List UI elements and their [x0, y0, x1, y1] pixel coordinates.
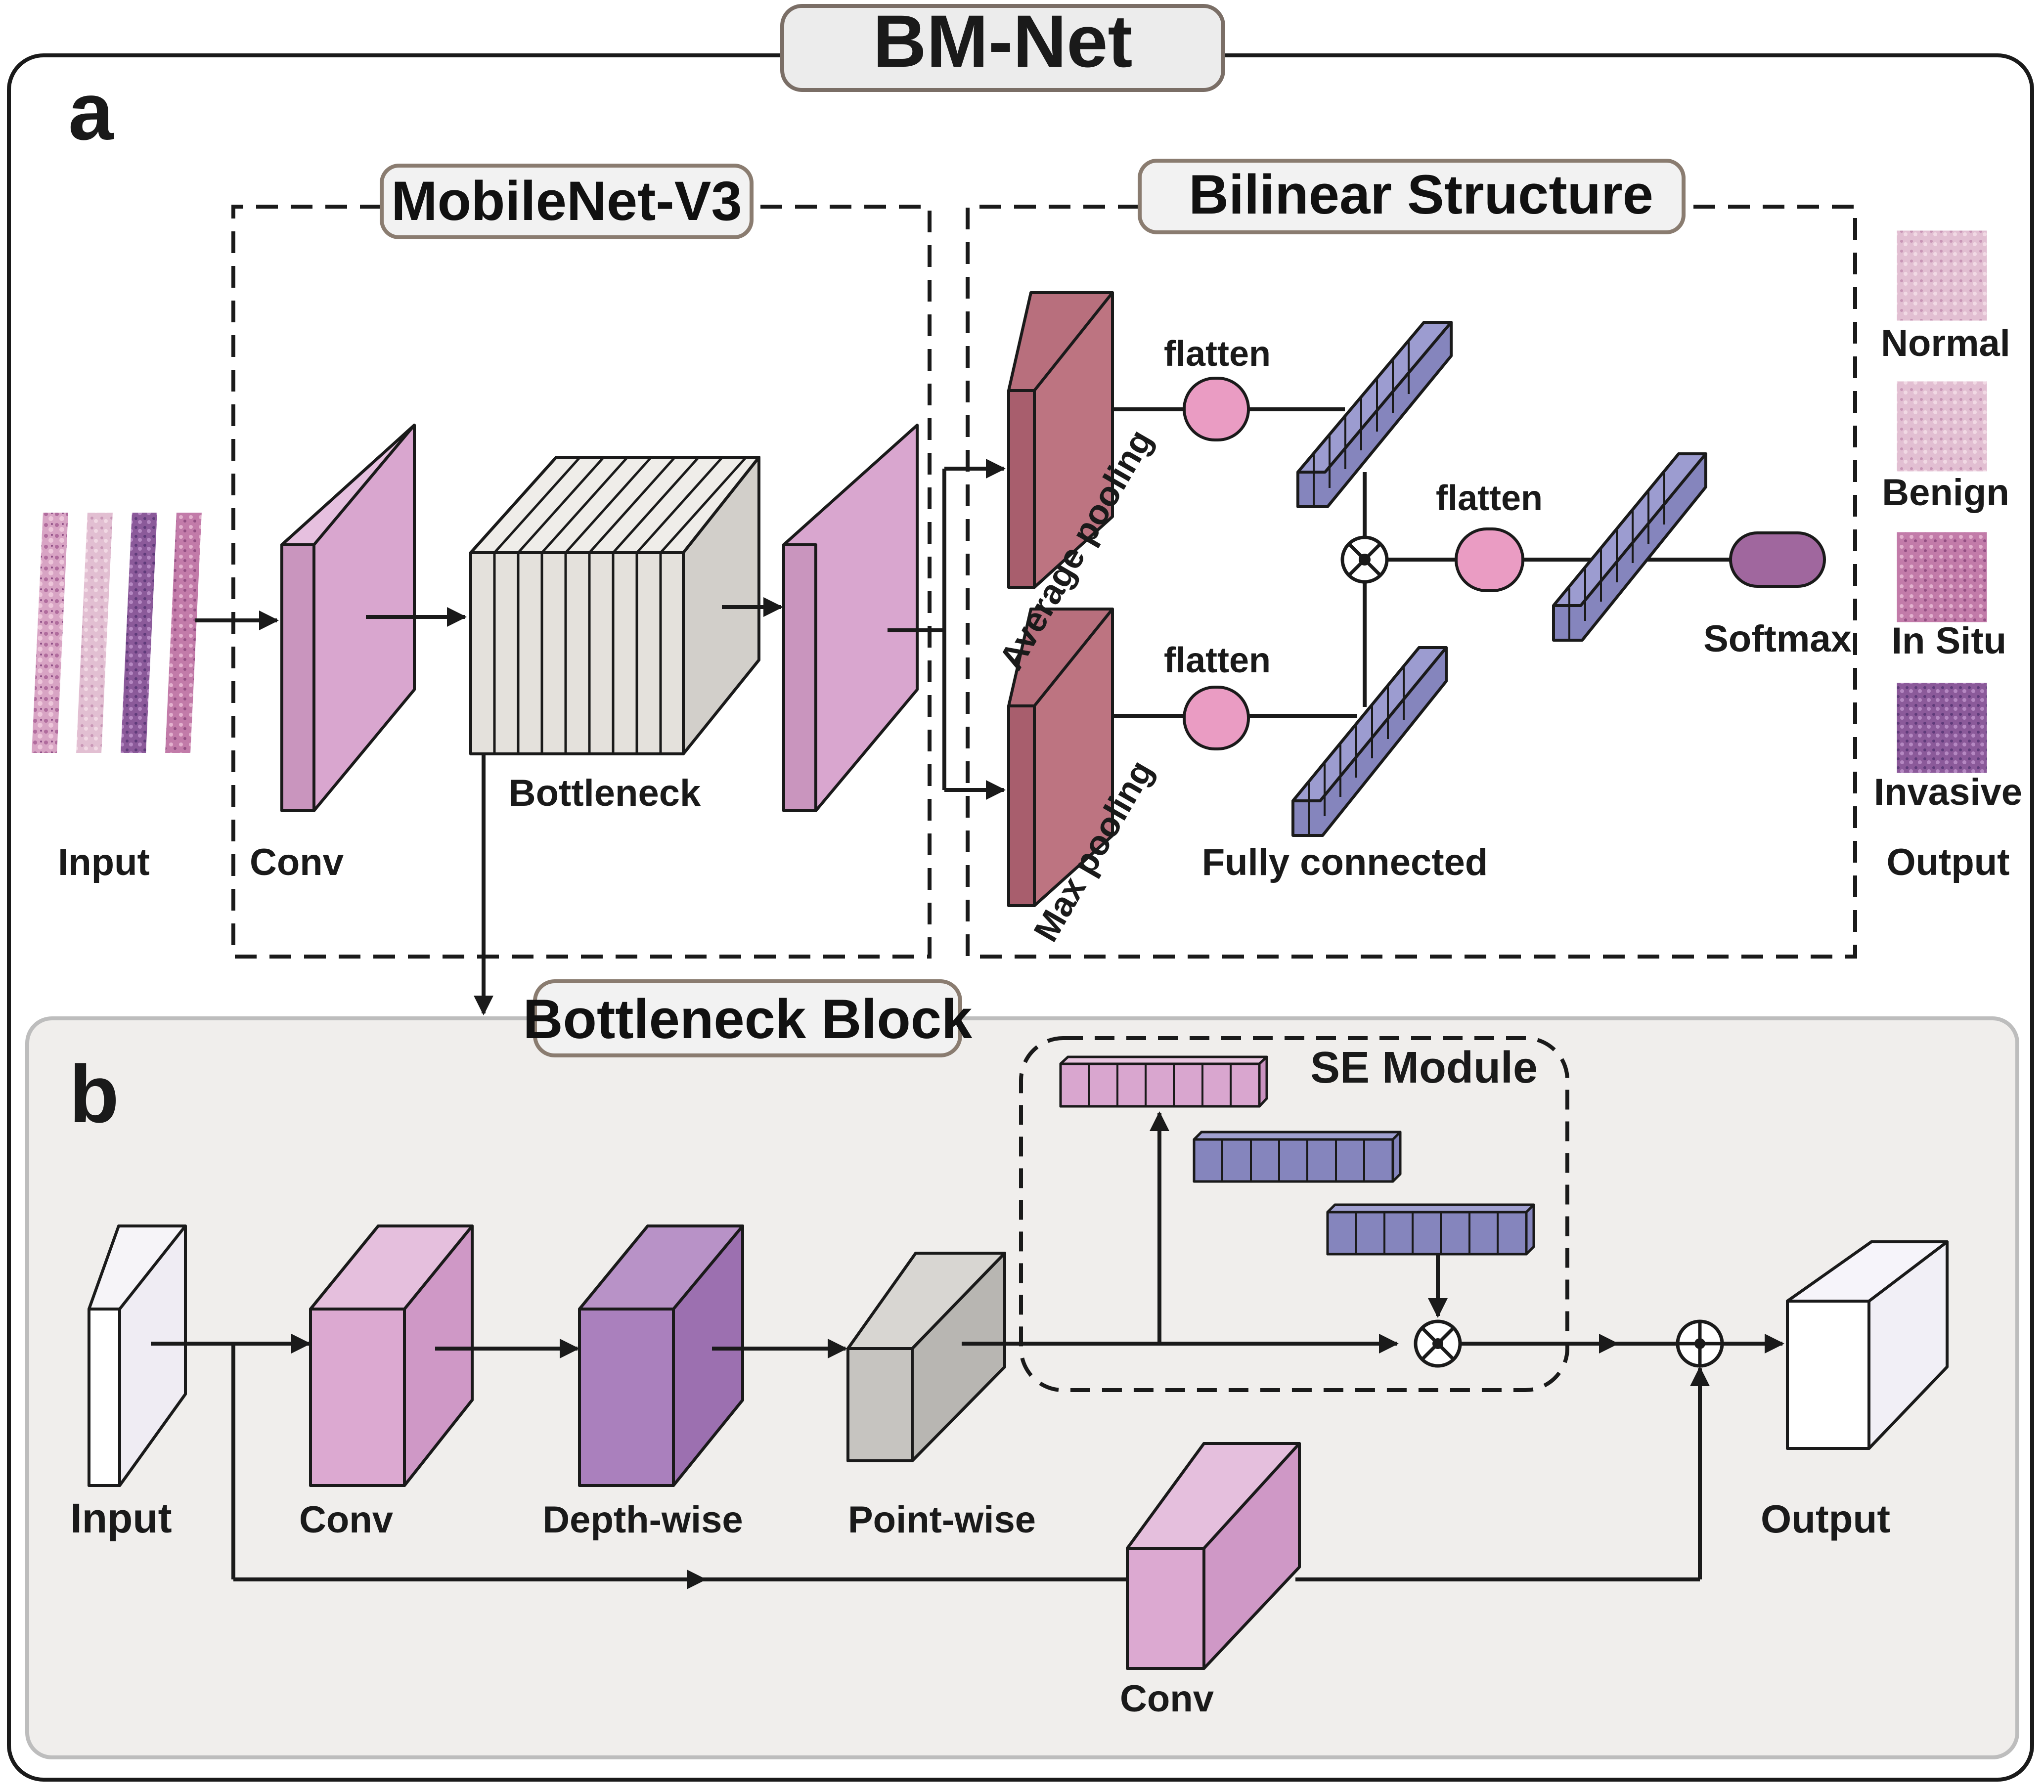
pointwise-label: Point-wise [848, 1499, 1036, 1541]
max-pooling-slab [1007, 608, 1114, 907]
fc-bar-bottom [1291, 646, 1448, 837]
mobilenet-box [231, 205, 932, 959]
shortcut-conv-label: Conv [1120, 1678, 1214, 1720]
input-image-1 [29, 511, 71, 755]
softmax-label: Softmax [1703, 618, 1852, 660]
block-title: Bottleneck Block [523, 988, 973, 1050]
se-bar-blue-2 [1326, 1203, 1535, 1256]
class-image-normal [1895, 229, 1989, 322]
class-label-invasive: Invasive [1874, 771, 2022, 813]
shortcut-conv-cube [1126, 1442, 1301, 1670]
class-label-normal: Normal [1881, 322, 2010, 364]
softmax-node [1729, 531, 1826, 588]
output-label-a: Output [1886, 841, 2009, 883]
flatten-label-top: flatten [1164, 334, 1271, 374]
se-bar-pink [1059, 1055, 1268, 1108]
bilinear-title-pill [1138, 159, 1686, 234]
panel-a-letter: a [68, 66, 114, 157]
multiply-icon [1414, 1319, 1462, 1368]
depthwise-cube [578, 1224, 744, 1487]
output-label-b: Output [1761, 1497, 1890, 1541]
output-cube-b [1786, 1240, 1949, 1450]
flatten-node-mid [1455, 527, 1524, 592]
input-image-4 [163, 511, 204, 755]
otimes-icon [1340, 535, 1389, 584]
flatten-node-bottom [1183, 686, 1250, 750]
pointwise-cube [846, 1252, 1006, 1462]
flatten-label-mid: flatten [1436, 479, 1543, 518]
class-image-in-situ [1895, 530, 1989, 624]
depthwise-label: Depth-wise [542, 1499, 743, 1541]
se-module-box [1019, 1036, 1569, 1392]
mobilenet-title-pill [380, 164, 754, 239]
class-label-benign: Benign [1882, 472, 2009, 514]
fc-bar-right [1552, 452, 1707, 642]
conv-label-b: Conv [299, 1499, 393, 1541]
input-image-3 [118, 511, 160, 755]
class-image-invasive [1895, 681, 1989, 775]
combine-connectors [1363, 472, 1755, 707]
bilinear-title: Bilinear Structure [1189, 164, 1653, 225]
split-connector [888, 459, 1006, 800]
input-label-b: Input [70, 1495, 172, 1541]
feature-slab [782, 424, 919, 812]
fully-connected-label: Fully connected [1202, 841, 1488, 883]
fc-bar-top [1296, 321, 1453, 508]
panel-b-letter: b [69, 1049, 119, 1139]
flatten-node-top [1183, 377, 1250, 441]
input-image-2 [74, 511, 115, 755]
class-image-benign [1895, 380, 1989, 473]
mobilenet-title: MobileNet-V3 [391, 170, 742, 232]
panel-b-background [25, 1016, 2019, 1759]
block-title-pill [533, 979, 962, 1057]
conv-slab-a [280, 424, 416, 812]
flatten-label-bottom: flatten [1164, 641, 1271, 680]
class-label-in-situ: In Situ [1892, 620, 2006, 662]
conv-label-a: Conv [250, 841, 344, 883]
se-module-title: SE Module [1310, 1043, 1538, 1093]
bilinear-box [966, 205, 1857, 959]
conv-cube-b [309, 1224, 474, 1487]
title-pill [780, 4, 1225, 92]
main-title: BM-Net [873, 0, 1133, 83]
add-icon [1676, 1319, 1724, 1368]
avg-pooling-slab [1007, 291, 1114, 589]
input-images [29, 511, 204, 755]
bottleneck-label: Bottleneck [509, 772, 701, 814]
input-label-a: Input [58, 841, 150, 883]
input-slab-b [88, 1224, 187, 1487]
se-bar-blue-1 [1193, 1131, 1402, 1183]
bottleneck-stack [469, 456, 760, 755]
